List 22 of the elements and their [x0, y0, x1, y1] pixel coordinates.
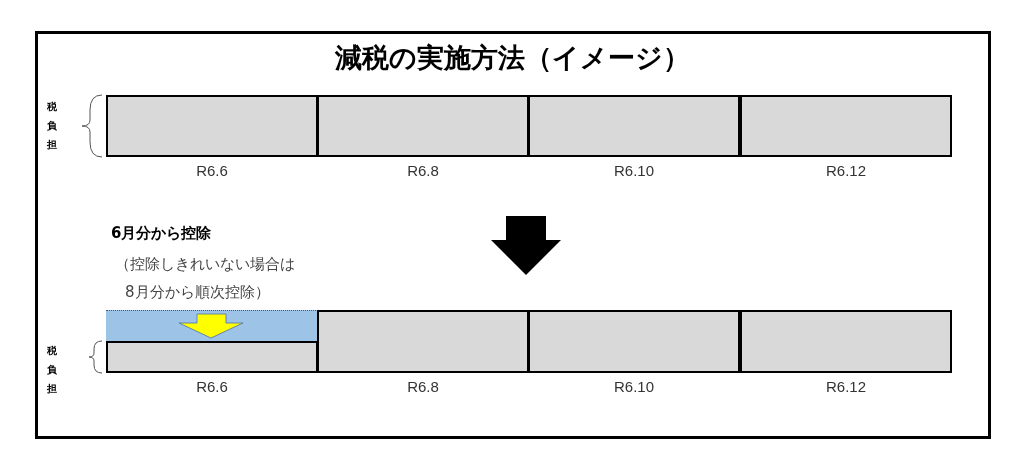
axis-label: 税負担 [47, 100, 57, 152]
tax-bar [317, 310, 529, 373]
note-text: 8月分から順次控除） [125, 283, 270, 302]
month-label: R6.12 [825, 378, 867, 395]
axis-label: 税負担 [47, 344, 57, 396]
tax-bar [740, 310, 952, 373]
month-label: R6.6 [195, 378, 229, 395]
title: 減税の実施方法（イメージ） [333, 41, 691, 75]
note-text: （控除しきれいない場合は [115, 255, 295, 274]
tax-bar [106, 341, 318, 373]
tax-bar [106, 95, 318, 157]
month-label: R6.10 [613, 378, 655, 395]
month-label: R6.8 [406, 162, 440, 179]
month-label: R6.10 [613, 162, 655, 179]
tax-bar [528, 310, 740, 373]
month-label: R6.6 [195, 162, 229, 179]
tax-bar [528, 95, 740, 157]
tax-bar [317, 95, 529, 157]
tax-bar [740, 95, 952, 157]
month-label: R6.8 [406, 378, 440, 395]
month-label: R6.12 [825, 162, 867, 179]
note-text: 6月分から控除 [111, 224, 212, 243]
